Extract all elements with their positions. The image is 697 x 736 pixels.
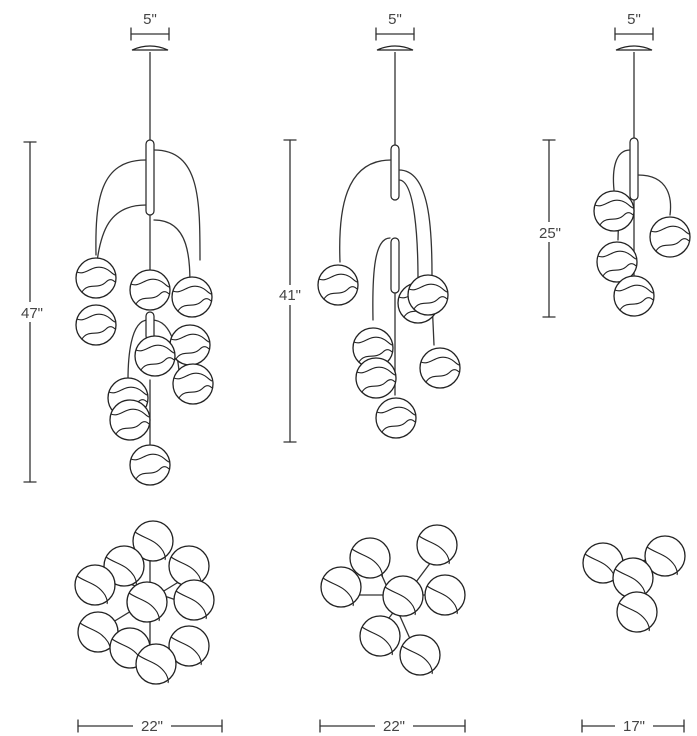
small-diameter-label: 17" <box>623 718 645 735</box>
medium-diameter-label: 22" <box>383 718 405 735</box>
large-canopy-width-label: 5" <box>143 11 157 28</box>
large-height-label: 47" <box>21 305 43 322</box>
small-canopy-width-label: 5" <box>627 11 641 28</box>
small-chandelier-top: 17" <box>581 535 686 735</box>
medium-chandelier-front: 5" 41" <box>274 11 461 443</box>
large-diameter-label: 22" <box>141 718 163 735</box>
large-chandelier-front: 5" 47" <box>14 11 214 486</box>
medium-canopy-width-label: 5" <box>388 11 402 28</box>
small-chandelier-front: 5" 25" <box>533 11 691 318</box>
large-chandelier-top: 22" <box>74 520 223 735</box>
medium-chandelier-top: 22" <box>319 524 466 735</box>
small-height-label: 25" <box>539 225 561 242</box>
medium-height-label: 41" <box>279 287 301 304</box>
